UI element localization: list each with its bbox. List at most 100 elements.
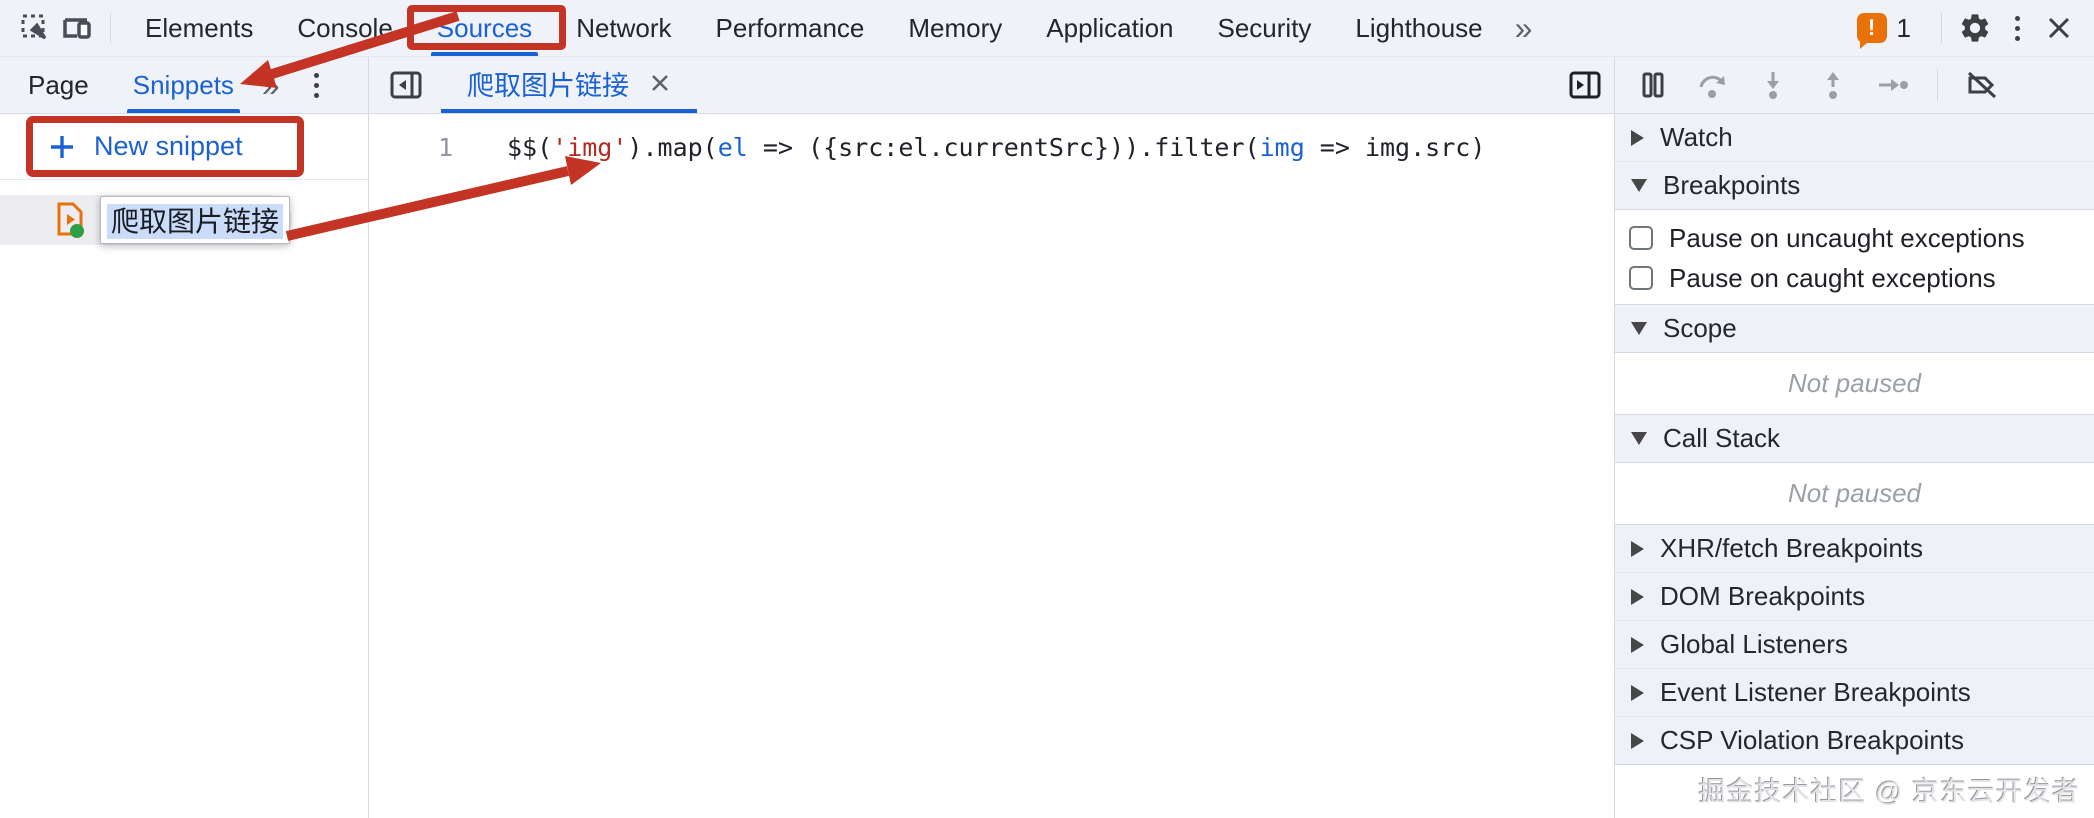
code-segment-plain: => ({src:el.currentSrc})).filter(: [747, 133, 1260, 162]
debugger-collapsed-section[interactable]: Event Listener Breakpoints: [1615, 669, 2094, 717]
watermark-text: 掘金技术社区 @ 京东云开发者: [1698, 777, 2080, 807]
collapsed-sections: XHR/fetch Breakpoints DOM Breakpoints Gl…: [1615, 525, 2094, 765]
error-badge-icon[interactable]: !: [1856, 13, 1887, 49]
error-count[interactable]: 1: [1896, 12, 1911, 43]
main-tab-sources[interactable]: Sources: [406, 0, 567, 56]
snippet-name-text: 爬取图片链接: [107, 204, 284, 239]
step-into-button[interactable]: [1755, 67, 1791, 103]
more-options-button[interactable]: [1996, 7, 2038, 49]
editor-tab-snippet[interactable]: 爬取图片链接: [441, 57, 697, 113]
section-breakpoints[interactable]: Breakpoints: [1615, 162, 2094, 210]
step-button[interactable]: [1875, 67, 1911, 103]
main-tab-application[interactable]: Application: [1046, 12, 1174, 43]
toggle-device-toolbar-button[interactable]: [56, 7, 98, 49]
navigator-tab-snippets[interactable]: Snippets: [111, 57, 256, 113]
kebab-menu-icon: [313, 72, 319, 98]
main-tab-lighthouse[interactable]: Lighthouse: [1355, 12, 1483, 43]
snippet-list-item[interactable]: 爬取图片链接: [0, 195, 292, 245]
debugger-collapsed-section[interactable]: DOM Breakpoints: [1615, 573, 2094, 621]
step-into-icon: [1767, 72, 1779, 99]
section-label: Breakpoints: [1663, 170, 1801, 200]
panel-right-icon: [1569, 71, 1601, 99]
close-devtools-button[interactable]: [2038, 7, 2080, 49]
chevron-down-icon: [1631, 179, 1647, 192]
gutter-line-number[interactable]: 1: [437, 133, 453, 162]
gear-icon: [1961, 14, 1989, 42]
main-tab-performance[interactable]: Performance: [715, 12, 865, 43]
close-icon: [2048, 17, 2070, 39]
debugger-collapsed-section[interactable]: CSP Violation Breakpoints: [1615, 717, 2094, 765]
new-snippet-row: New snippet: [0, 114, 368, 180]
main-tab-network[interactable]: Network: [576, 12, 672, 43]
hide-navigator-button[interactable]: [385, 64, 427, 106]
snippet-rename-input[interactable]: 爬取图片链接: [100, 196, 291, 244]
step-over-icon: [1699, 75, 1725, 98]
main-tab-security[interactable]: Security: [1217, 12, 1312, 43]
navigator-tab-page[interactable]: Page: [28, 69, 89, 100]
breakpoints-options: Pause on uncaught exceptions Pause on ca…: [1615, 210, 2094, 305]
step-over-button[interactable]: [1695, 67, 1731, 103]
main-tab-memory[interactable]: Memory: [908, 12, 1003, 43]
code-segment-variable: img: [1259, 133, 1305, 162]
code-segment-plain: => img.src): [1304, 133, 1486, 162]
section-label: Scope: [1663, 313, 1737, 343]
navigator-more-options-button[interactable]: [313, 57, 319, 113]
plus-icon: [51, 135, 73, 158]
debugger-collapsed-section[interactable]: Global Listeners: [1615, 621, 2094, 669]
code-line[interactable]: $$('img').map(el => ({src:el.currentSrc}…: [507, 128, 1485, 168]
section-label: Call Stack: [1663, 423, 1781, 453]
scope-status: Not paused: [1615, 353, 2094, 415]
section-scope[interactable]: Scope: [1615, 305, 2094, 353]
chevron-right-icon: [1631, 684, 1644, 701]
main-tab-elements[interactable]: Elements: [145, 12, 254, 43]
device-toolbar-icon: [63, 18, 91, 39]
section-call-stack[interactable]: Call Stack: [1615, 415, 2094, 463]
divider: [110, 13, 111, 43]
section-label: Event Listener Breakpoints: [1660, 677, 1971, 707]
step-out-icon: [1827, 72, 1839, 99]
chevron-right-icon: [1631, 636, 1644, 653]
breakpoint-option-row[interactable]: Pause on caught exceptions: [1615, 258, 2094, 298]
pause-icon: [1642, 72, 1664, 98]
main-tab-console[interactable]: Console: [297, 12, 393, 43]
devtools-topbar: Elements Console Sources Network Perform…: [0, 0, 2094, 57]
section-label: Global Listeners: [1660, 629, 1848, 659]
navigator-more-tabs-chevron[interactable]: »: [261, 66, 280, 103]
code-editor[interactable]: 1 $$('img').map(el => ({src:el.currentSr…: [369, 114, 1614, 168]
chevron-right-icon: [1631, 129, 1644, 146]
checkbox-label: Pause on caught exceptions: [1669, 262, 1996, 293]
debugger-collapsed-section[interactable]: XHR/fetch Breakpoints: [1615, 525, 2094, 573]
chevron-right-icon: [1631, 540, 1644, 557]
checkbox[interactable]: [1629, 226, 1653, 250]
code-segment-plain: ).map(: [627, 133, 718, 162]
pause-script-button[interactable]: [1635, 67, 1671, 103]
chevron-right-icon: [1631, 732, 1644, 749]
section-label: Watch: [1660, 122, 1733, 152]
panel-left-icon: [390, 71, 422, 99]
checkbox[interactable]: [1629, 266, 1653, 290]
code-segment-plain: $$(: [507, 133, 553, 162]
section-label: CSP Violation Breakpoints: [1660, 725, 1965, 755]
hide-debugger-sidebar-button[interactable]: [1564, 64, 1606, 106]
code-segment-variable: el: [717, 133, 748, 162]
new-snippet-button[interactable]: New snippet: [94, 131, 243, 161]
main-tabbar-tabs: Elements Console Sources Network Perform…: [123, 0, 1505, 56]
more-panels-chevron[interactable]: »: [1514, 9, 1533, 46]
section-watch[interactable]: Watch: [1615, 114, 2094, 162]
kebab-menu-icon: [2014, 15, 2020, 41]
chevron-down-icon: [1631, 432, 1647, 445]
snippet-file-icon: [57, 202, 84, 238]
breakpoint-option-row[interactable]: Pause on uncaught exceptions: [1615, 218, 2094, 258]
debugger-toolbar: [1615, 57, 2094, 114]
sources-navigator-pane: Page Snippets » New snippet 爬取图片链接: [0, 57, 369, 818]
step-out-button[interactable]: [1815, 67, 1851, 103]
close-tab-icon[interactable]: [649, 72, 671, 94]
divider: [1937, 69, 1938, 101]
topbar-right-controls: ! 1: [1856, 7, 2094, 49]
settings-button[interactable]: [1954, 7, 1996, 49]
call-stack-status: Not paused: [1615, 463, 2094, 525]
inspect-element-button[interactable]: [14, 7, 56, 49]
deactivate-breakpoints-button[interactable]: [1964, 67, 2000, 103]
checkbox-label: Pause on uncaught exceptions: [1669, 222, 2025, 253]
debugger-sidebar: Watch Breakpoints Pause on uncaught exce…: [1614, 57, 2094, 818]
